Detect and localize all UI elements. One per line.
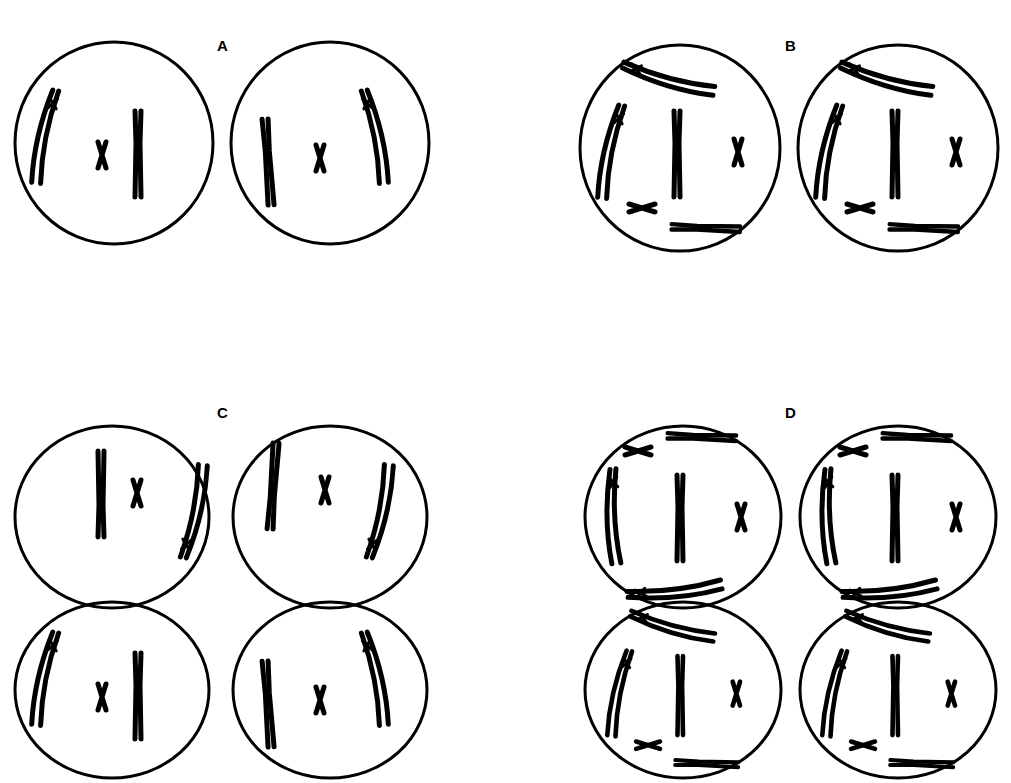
panel-label: B: [785, 38, 796, 53]
panel-label: A: [217, 38, 228, 53]
panel-label: D: [785, 405, 796, 420]
panel-label: C: [217, 405, 228, 420]
